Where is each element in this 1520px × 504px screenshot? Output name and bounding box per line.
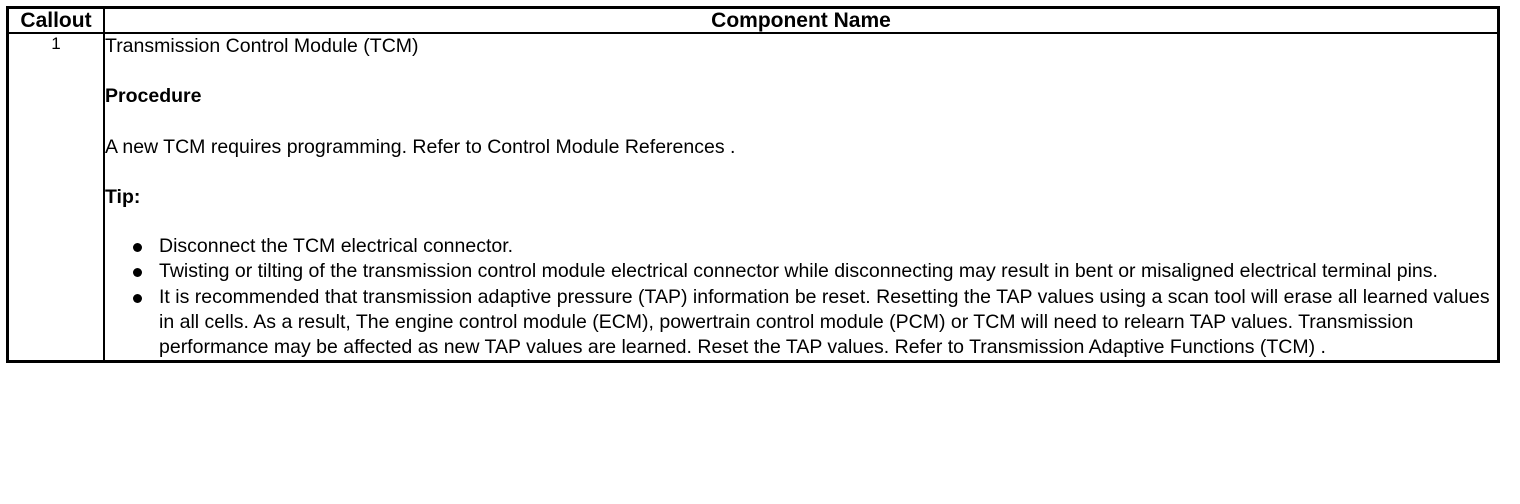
column-header-callout: Callout <box>6 6 105 35</box>
procedure-heading: Procedure <box>105 85 202 108</box>
table-row: 1 Transmission Control Module (TCM) Proc… <box>6 32 1500 363</box>
list-item: It is recommended that transmission adap… <box>129 285 1497 359</box>
tip-heading: Tip: <box>105 186 141 209</box>
table-body: 1 Transmission Control Module (TCM) Proc… <box>6 32 1500 363</box>
component-title: Transmission Control Module (TCM) <box>105 35 419 58</box>
list-item: Twisting or tilting of the transmission … <box>129 259 1497 284</box>
cell-callout-number: 1 <box>6 32 105 363</box>
procedure-text: A new TCM requires programming. Refer to… <box>105 135 736 158</box>
tip-list: Disconnect the TCM electrical connector.… <box>105 234 1497 360</box>
callout-component-table: Callout Component Name 1 Transmission Co… <box>6 6 1500 364</box>
cell-component-details: Transmission Control Module (TCM) Proced… <box>103 32 1500 363</box>
list-item: Disconnect the TCM electrical connector. <box>129 234 1497 259</box>
table-header: Callout Component Name <box>6 6 1500 35</box>
column-header-component-name: Component Name <box>103 6 1500 35</box>
table-header-row: Callout Component Name <box>6 6 1500 35</box>
